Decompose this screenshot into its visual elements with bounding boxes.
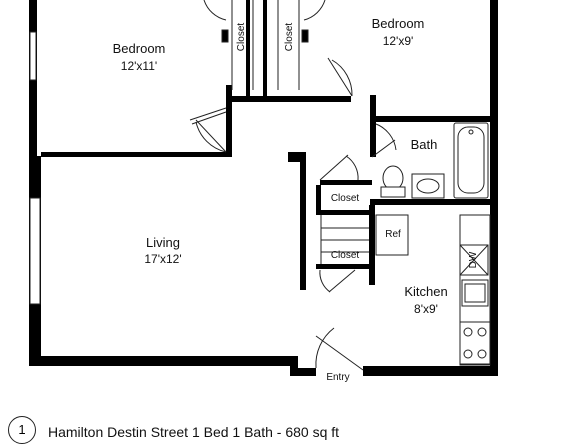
stove	[459, 321, 491, 365]
wall-bottom-left	[29, 356, 297, 366]
doors	[189, 57, 397, 371]
burner-3	[463, 349, 473, 359]
door-bedroom-left	[189, 107, 227, 121]
door-arc-bedroom-right	[331, 59, 353, 97]
door-entry	[315, 335, 364, 371]
wall-hall-left	[288, 152, 300, 162]
kitchen-size: 8'x9'	[414, 302, 438, 316]
living-name: Living	[146, 235, 180, 250]
door-closet-hall	[319, 154, 349, 181]
dw-x2	[459, 244, 489, 276]
wall-closet-left	[246, 0, 250, 100]
door-arc-tl	[203, 0, 227, 21]
living-size: 17'x12'	[144, 252, 182, 266]
tub-drain	[468, 129, 474, 135]
wall-closet-lower	[316, 264, 370, 269]
window-left-top	[29, 31, 37, 81]
bedroom-right-name: Bedroom	[371, 16, 425, 31]
burner-1	[463, 327, 473, 337]
door-bedroom-right	[327, 57, 353, 97]
hall-shelves	[320, 215, 369, 264]
bedroom-left-name: Bedroom	[112, 41, 166, 56]
refrigerator	[375, 214, 409, 256]
closet-doors	[203, 0, 326, 90]
wall-bath-top2	[370, 116, 495, 122]
wall-hall-top	[226, 96, 351, 102]
closet-hall-label: Closet	[330, 193, 360, 204]
wall-bottom-right	[363, 366, 497, 376]
door-arc-closet-lower	[319, 269, 331, 293]
wall-closet-right	[263, 0, 267, 100]
wall-living-top	[41, 152, 229, 157]
closet-right-label: Closet	[284, 22, 295, 52]
kitchen-fixtures	[375, 214, 491, 366]
kitchen-sink-basin	[464, 283, 486, 303]
door-arc-bath	[375, 123, 397, 151]
sink-basin	[416, 178, 440, 194]
door-arc-tr	[303, 0, 326, 21]
closet-left-label: Closet	[236, 22, 247, 52]
closet-marker-right	[301, 29, 309, 43]
wall-closet-mid2	[316, 210, 374, 215]
wall-hall-vert	[300, 152, 306, 290]
door-arc-bedroom-left	[195, 121, 227, 153]
dw-label: DW	[468, 251, 479, 269]
wall-bath-top	[370, 95, 376, 157]
closet-marker-left	[221, 29, 229, 43]
bedroom-right-size: 12'x9'	[382, 34, 414, 48]
wall-closet-v	[316, 185, 321, 215]
bath-name: Bath	[410, 137, 438, 152]
bath-fixtures	[380, 122, 489, 199]
door-arc-closet-hall	[345, 155, 359, 181]
wall-closet-mid	[320, 180, 372, 185]
door-bedroom-left-leaf	[195, 119, 227, 153]
windows	[29, 31, 41, 305]
wall-bath-bottom	[370, 199, 495, 205]
door-arc-entry	[315, 327, 335, 369]
burner-2	[477, 327, 487, 337]
door-closet-lower	[328, 269, 356, 293]
wall-kitchen-left	[369, 205, 375, 285]
wall-step	[290, 356, 298, 376]
floor-plan	[29, 0, 498, 376]
window-left-bottom	[29, 197, 41, 305]
plan-caption: 1 Hamilton Destin Street 1 Bed 1 Bath - …	[0, 414, 576, 444]
bathtub-inner	[457, 126, 485, 194]
wall-right	[490, 0, 498, 376]
closet-lower-label: Closet	[330, 250, 360, 261]
kitchen-name: Kitchen	[404, 284, 448, 299]
toilet-tank	[380, 186, 406, 198]
burner-4	[477, 349, 487, 359]
door-bath	[371, 139, 396, 158]
entry-label: Entry	[326, 372, 350, 383]
plan-number-badge: 1	[8, 416, 36, 444]
bedroom-left-size: 12'x11'	[120, 59, 158, 73]
wall-bottom-mid	[290, 368, 316, 376]
wall-bedroom-divider	[226, 85, 232, 157]
toilet-bowl	[382, 165, 404, 191]
ref-label: Ref	[385, 229, 401, 240]
plan-title: Hamilton Destin Street 1 Bed 1 Bath - 68…	[48, 424, 340, 440]
